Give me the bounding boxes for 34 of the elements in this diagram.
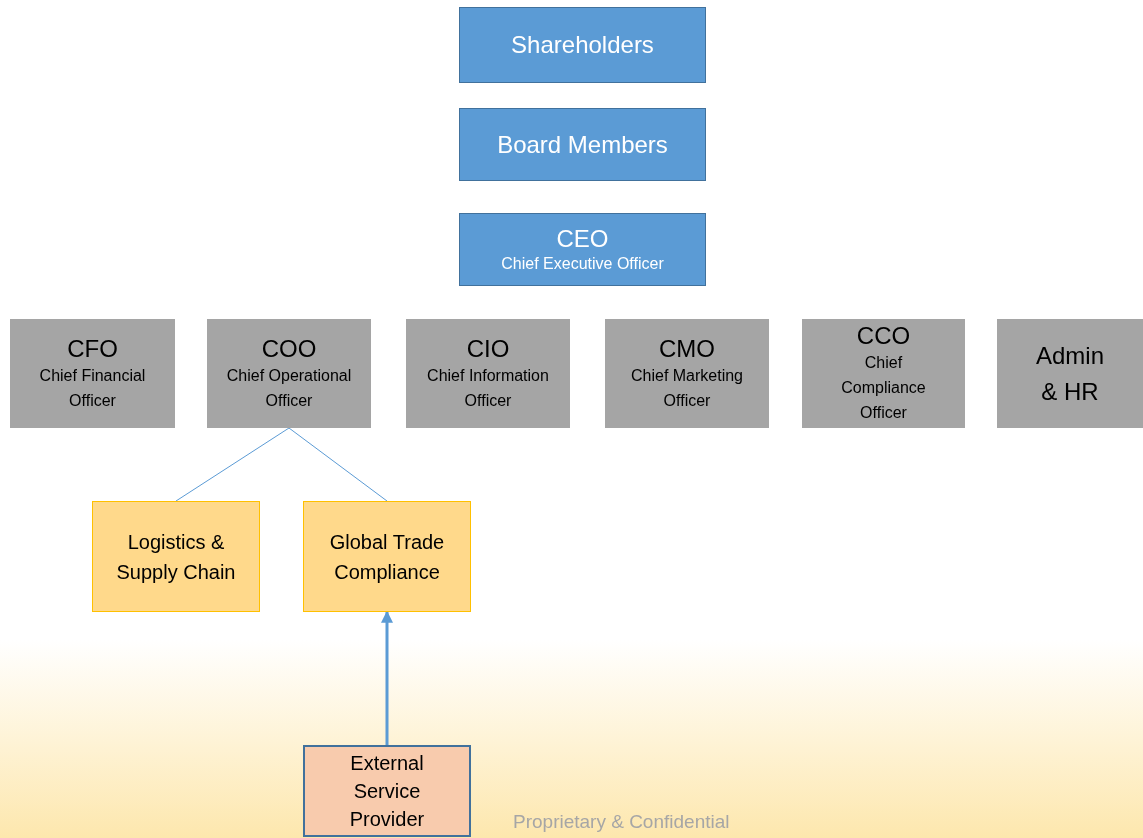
officer-box [406, 319, 570, 428]
role-title: COO [261, 334, 317, 363]
officer-box [207, 319, 371, 428]
officer-box [10, 319, 175, 428]
role-title: Shareholders [511, 31, 654, 59]
officer-box [605, 319, 769, 428]
role-box [459, 7, 706, 83]
connector-line [175, 427, 290, 502]
officer-box [802, 319, 965, 428]
role-title: CMO [659, 334, 715, 363]
role-title: CCO [856, 322, 911, 350]
role-subtitle: Chief Financial Officer [38, 365, 147, 411]
role-subtitle: Chief Executive Officer [501, 253, 664, 274]
role-subtitle: Chief Operational Officer [226, 365, 352, 411]
department-box [303, 501, 471, 612]
arrow [381, 610, 393, 745]
footer-note: Proprietary & Confidential [513, 810, 730, 834]
department-box [92, 501, 260, 612]
role-title: CFO [67, 334, 118, 363]
role-subtitle: Chief Marketing Officer [629, 365, 744, 411]
role-title: Admin & HR [1035, 340, 1105, 407]
officer-box [997, 319, 1143, 428]
role-box [459, 108, 706, 181]
role-title: CIO [466, 334, 510, 363]
role-title: External Service Provider [348, 751, 426, 832]
role-title: Logistics & Supply Chain [115, 529, 237, 585]
role-title: Board Members [497, 130, 668, 159]
role-box [459, 213, 706, 286]
role-title: Global Trade Compliance [328, 529, 446, 585]
connector-line [288, 427, 388, 502]
role-subtitle: Chief Compliance Officer [840, 353, 927, 423]
role-title: CEO [556, 224, 609, 253]
provider-box [303, 745, 471, 837]
role-subtitle: Chief Information Officer [426, 365, 550, 411]
